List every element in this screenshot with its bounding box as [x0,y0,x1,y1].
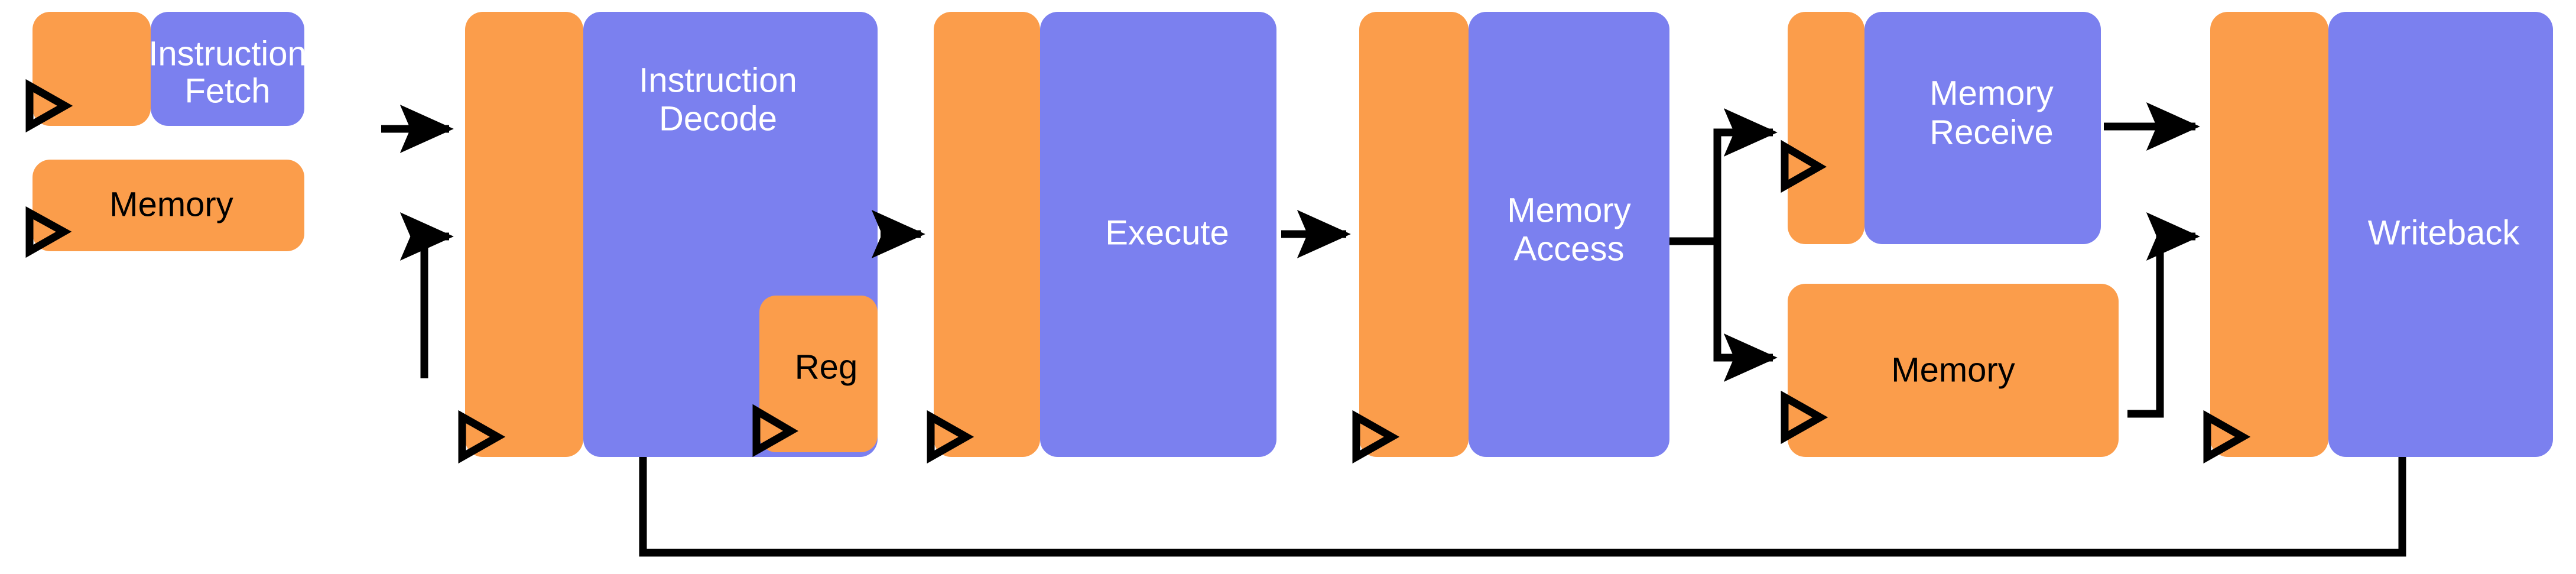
memory-left-register-block [33,160,304,251]
mr-logic-block [1864,12,2101,244]
clock-triangle-icon [25,206,72,258]
ma-register-block [1359,12,1469,457]
stage-memory-left[interactable]: Memory [25,160,304,258]
stage-execute[interactable]: Execute [927,12,1276,464]
if-label-line2: Fetch [184,72,270,110]
memory-right-label: Memory [1891,351,2015,389]
if-logic-block [151,12,304,126]
id-label-line2: Decode [659,99,777,138]
connection-ma-to-mr [1713,108,1778,241]
stage-memory-receive[interactable]: Memory Receive [1781,12,2101,244]
memory-right-register-block [1788,284,2119,457]
stage-memory-access[interactable]: Memory Access [1352,12,1669,464]
stage-instruction-fetch[interactable]: Instruction Fetch [25,12,307,133]
clock-triangle-icon [1352,410,1400,464]
ma-logic-block [1469,12,1669,457]
ex-label: Execute [1105,213,1229,252]
wb-label: Writeback [2368,213,2520,252]
wb-logic-block [2328,12,2553,457]
ex-logic-block [1040,12,1276,457]
mr-register-block [1788,12,1864,244]
clock-triangle-icon [1781,140,1827,193]
stage-writeback[interactable]: Writeback [2203,12,2553,464]
clock-triangle-icon [752,404,798,458]
clock-triangle-icon [927,410,974,464]
wb-register-block [2210,12,2328,457]
stage-memory-right[interactable]: Memory [1781,284,2119,457]
connection-ma-split [1669,108,1778,382]
clock-triangle-icon [2203,410,2251,464]
sub-block-reg-file[interactable]: Reg [752,296,878,458]
id-register-block [465,12,583,457]
connection-ma-to-memright [1713,241,1778,382]
clock-triangle-icon [458,410,506,464]
ma-label-line1: Memory [1507,191,1630,229]
connection-memright-to-wb [2127,212,2200,418]
id-label-line1: Instruction [639,61,797,99]
connection-memleft-to-id [399,212,454,378]
clock-triangle-icon [25,79,73,133]
clock-triangle-icon [1781,390,1828,445]
memory-left-label: Memory [109,185,233,223]
ma-label-line2: Access [1514,229,1625,268]
mr-label-line2: Receive [1929,113,2054,151]
mr-label-line1: Memory [1929,74,2053,112]
reg-file-block [759,296,878,452]
reg-file-label: Reg [795,348,857,386]
ex-register-block [934,12,1040,457]
if-label-line1: Instruction [148,34,307,73]
if-register-block [33,12,151,126]
